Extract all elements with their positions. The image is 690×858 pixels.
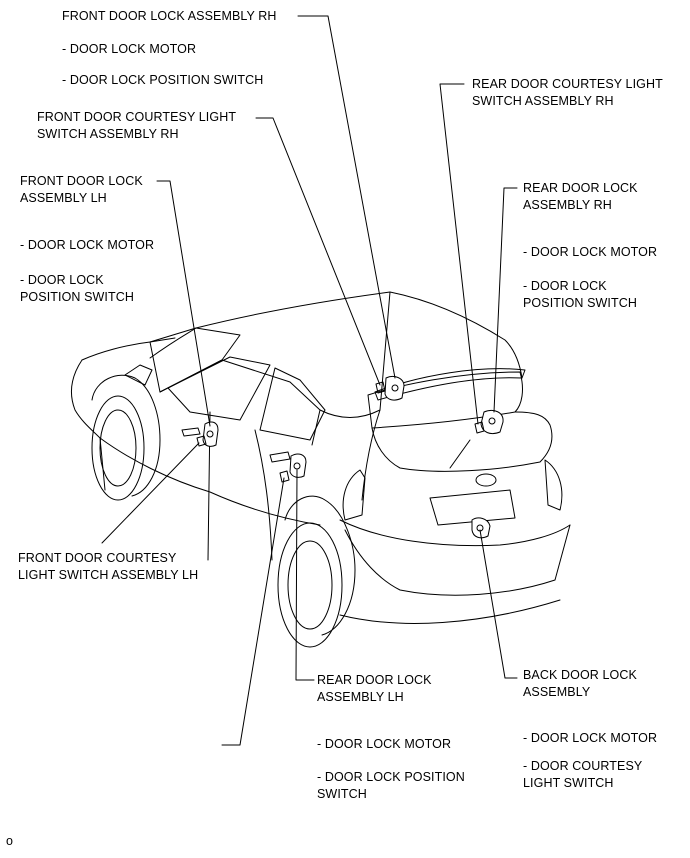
label-front-door-courtesy-light-switch-lh: FRONT DOOR COURTESY LIGHT SWITCH ASSEMBL… <box>18 551 199 582</box>
component-rear-courtesy-lh <box>279 470 290 483</box>
label-rear-door-courtesy-light-switch-rh: REAR DOOR COURTESY LIGHT SWITCH ASSEMBLY… <box>472 77 663 108</box>
label-rear-rh-door-lock-motor: - DOOR LOCK MOTOR <box>523 245 658 259</box>
leader-front-courtesy-rh <box>255 117 381 386</box>
leader-rear-courtesy-rh <box>439 83 479 425</box>
leader-rear-courtesy-lh <box>221 477 285 746</box>
label-front-door-courtesy-light-switch-rh: FRONT DOOR COURTESY LIGHT SWITCH ASSEMBL… <box>37 110 237 141</box>
component-front-lh-lock <box>202 421 219 447</box>
leader-rear-lh-lock <box>295 469 315 681</box>
corner-mark: o <box>6 834 14 848</box>
label-front-door-lock-assembly-rh: FRONT DOOR LOCK ASSEMBLY RH <box>62 9 277 23</box>
leader-lines <box>101 15 518 746</box>
label-back-door-lock-assembly: BACK DOOR LOCK ASSEMBLY <box>523 668 637 699</box>
car-body-outline <box>71 291 571 648</box>
leader-back-door-lock <box>479 529 518 679</box>
leader-front-lh-lock <box>156 180 211 427</box>
label-rear-door-lock-assembly-lh: REAR DOOR LOCK ASSEMBLY LH <box>317 673 432 704</box>
label-back-door-courtesy-light-switch: - DOOR COURTESY LIGHT SWITCH <box>523 759 643 790</box>
component-front-rh-lock <box>384 375 405 401</box>
leader-rear-rh-lock <box>493 187 518 413</box>
label-rear-lh-door-lock-position-switch: - DOOR LOCK POSITION SWITCH <box>317 770 465 801</box>
component-rear-lh-lock <box>289 453 307 478</box>
component-rear-rh-lock <box>480 409 504 435</box>
leader-front-rh-lock <box>297 15 396 379</box>
label-front-door-lock-assembly-lh: FRONT DOOR LOCK ASSEMBLY LH <box>20 174 143 205</box>
label-front-rh-door-lock-motor: - DOOR LOCK MOTOR <box>62 42 197 56</box>
label-rear-lh-door-lock-motor: - DOOR LOCK MOTOR <box>317 737 452 751</box>
label-front-lh-door-lock-position-switch: - DOOR LOCK POSITION SWITCH <box>20 273 134 304</box>
component-rear-courtesy-rh <box>474 421 485 434</box>
leader-front-courtesy-lh <box>101 442 200 544</box>
label-front-lh-door-lock-motor: - DOOR LOCK MOTOR <box>20 238 155 252</box>
label-back-door-lock-motor: - DOOR LOCK MOTOR <box>523 731 658 745</box>
component-front-courtesy-rh <box>375 381 386 394</box>
label-rear-door-lock-assembly-rh: REAR DOOR LOCK ASSEMBLY RH <box>523 181 638 212</box>
label-rear-rh-door-lock-position-switch: - DOOR LOCK POSITION SWITCH <box>523 279 637 310</box>
label-front-rh-door-lock-position-switch: - DOOR LOCK POSITION SWITCH <box>62 73 264 87</box>
